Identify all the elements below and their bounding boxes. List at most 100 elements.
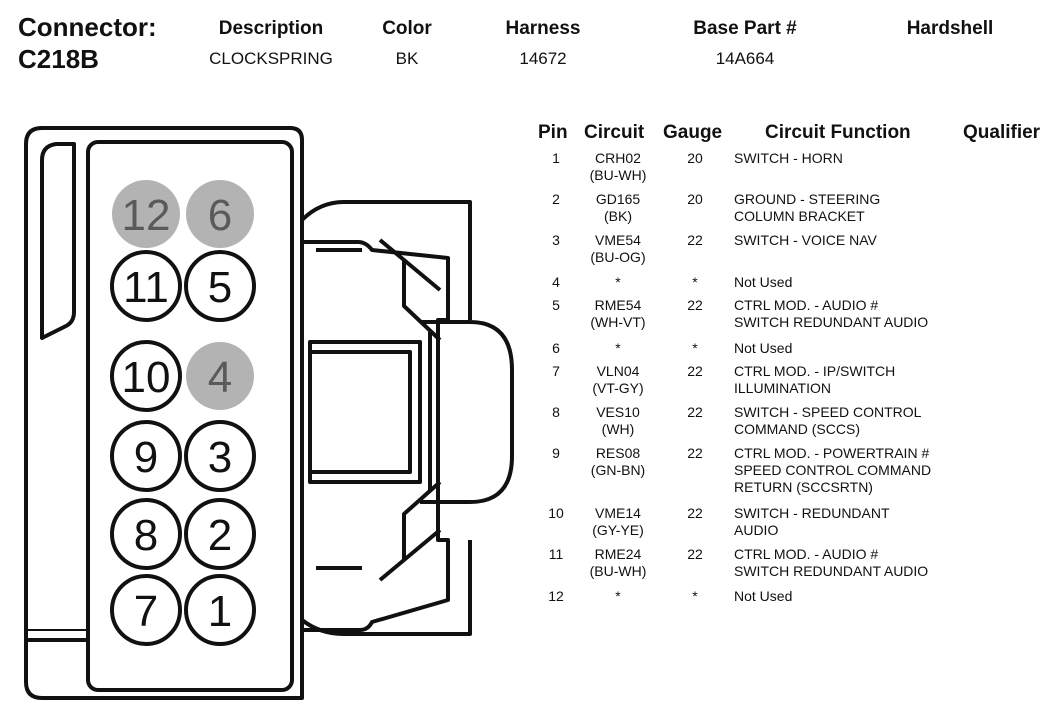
pin-cavity — [110, 420, 182, 492]
circuit-line: (BU-WH) — [589, 167, 647, 183]
function-line: SPEED CONTROL COMMAND — [734, 462, 932, 478]
pin-cell: 4 — [552, 274, 560, 290]
circuit-line: (WH) — [601, 421, 635, 437]
gauge-cell: 22 — [687, 232, 703, 248]
function-cell: Not Used — [734, 340, 974, 357]
function-line: SWITCH - REDUNDANT — [734, 505, 890, 521]
function-line: CTRL MOD. - IP/SWITCH — [734, 363, 896, 379]
circuit-line: RME24 — [594, 546, 642, 562]
gauge-cell: 22 — [687, 445, 703, 461]
circuit-cell: * — [576, 274, 660, 291]
circuit-line: * — [615, 340, 621, 356]
circuit-line: RME54 — [594, 297, 642, 313]
pin-cell: 6 — [552, 340, 560, 356]
circuit-line: (BK) — [604, 208, 632, 224]
pin-cell: 7 — [552, 363, 560, 379]
circuit-line: (GY-YE) — [592, 522, 644, 538]
color-value: BK — [395, 49, 419, 68]
function-line: CTRL MOD. - AUDIO # — [734, 297, 879, 313]
circuit-line: (BU-OG) — [590, 249, 646, 265]
function-line: RETURN (SCCSRTN) — [734, 479, 873, 495]
pin-cavity — [110, 498, 182, 570]
function-cell: Not Used — [734, 274, 974, 291]
lock-tab — [308, 340, 422, 484]
connector-label: Connector: — [18, 12, 157, 42]
harness-header: Harness — [505, 18, 581, 39]
gauge-cell: 22 — [687, 363, 703, 379]
function-cell: CTRL MOD. - AUDIO #SWITCH REDUNDANT AUDI… — [734, 297, 974, 331]
description-value: CLOCKSPRING — [209, 49, 333, 68]
pin-cell: 8 — [552, 404, 560, 420]
circuit-line: CRH02 — [595, 150, 641, 166]
gauge-cell: * — [692, 274, 698, 290]
function-line: COLUMN BRACKET — [734, 208, 865, 224]
function-cell: CTRL MOD. - POWERTRAIN #SPEED CONTROL CO… — [734, 445, 974, 496]
gauge-cell: 22 — [687, 546, 703, 562]
circuit-cell: VME54(BU-OG) — [576, 232, 660, 266]
pin-cavity — [112, 180, 180, 248]
circuit-col-header: Circuit — [584, 122, 645, 143]
circuit-cell: * — [576, 340, 660, 357]
circuit-line: GD165 — [595, 191, 641, 207]
circuit-line: VES10 — [596, 404, 640, 420]
pin-cell: 10 — [548, 505, 564, 521]
left-latch — [40, 142, 76, 340]
function-line: SWITCH - SPEED CONTROL — [734, 404, 922, 420]
connector-id: C218B — [18, 44, 99, 74]
circuit-cell: VLN04(VT-GY) — [576, 363, 660, 397]
hardshell-header: Hardshell — [906, 18, 994, 39]
housing-outer — [24, 126, 304, 700]
circuit-line: * — [615, 588, 621, 604]
pin-cavity — [184, 574, 256, 646]
side-tab-bottom — [300, 540, 472, 636]
side-tab-top — [300, 200, 472, 320]
circuit-cell: * — [576, 588, 660, 605]
circuit-cell: VME14(GY-YE) — [576, 505, 660, 539]
harness-value: 14672 — [519, 49, 567, 68]
function-line: SWITCH - VOICE NAV — [734, 232, 877, 248]
pin-cell: 2 — [552, 191, 560, 207]
gauge-cell: 22 — [687, 297, 703, 313]
pin-cavity — [184, 250, 256, 322]
lock-rounded — [420, 320, 514, 504]
description-header: Description — [218, 18, 324, 39]
circuit-line: * — [615, 274, 621, 290]
pin-number: 9 — [134, 433, 158, 482]
function-col-header: Circuit Function — [765, 122, 911, 143]
function-line: GROUND - STEERING — [734, 191, 881, 207]
pin-number: 10 — [122, 353, 171, 402]
function-line: SWITCH - HORN — [734, 150, 843, 166]
function-line: SWITCH REDUNDANT AUDIO — [734, 314, 929, 330]
gauge-cell: 20 — [687, 150, 703, 166]
housing-inner — [86, 140, 294, 692]
pin-cell: 11 — [548, 546, 564, 562]
function-line: Not Used — [734, 340, 793, 356]
right-body — [300, 140, 450, 632]
pin-number: 2 — [208, 511, 232, 560]
pin-cell: 3 — [552, 232, 560, 248]
pin-number: 12 — [122, 191, 171, 240]
color-header: Color — [382, 18, 432, 39]
pin-cavity — [110, 340, 182, 412]
circuit-cell: RME24(BU-WH) — [576, 546, 660, 580]
gauge-cell: * — [692, 340, 698, 356]
function-line: Not Used — [734, 588, 793, 604]
circuit-line: (GN-BN) — [590, 462, 646, 478]
function-line: CTRL MOD. - POWERTRAIN # — [734, 445, 930, 461]
circuit-cell: CRH02(BU-WH) — [576, 150, 660, 184]
base-part-value: 14A664 — [715, 49, 775, 68]
function-line: Not Used — [734, 274, 793, 290]
pin-number: 6 — [208, 191, 232, 240]
pin-cavity — [186, 180, 254, 248]
function-line: COMMAND (SCCS) — [734, 421, 860, 437]
circuit-line: (VT-GY) — [592, 380, 644, 396]
circuit-line: VME54 — [595, 232, 641, 248]
base-part-header: Base Part # — [693, 18, 797, 39]
pin-number: 3 — [208, 433, 232, 482]
pin-col-header: Pin — [538, 122, 568, 143]
circuit-line: (BU-WH) — [589, 563, 647, 579]
circuit-line: (WH-VT) — [590, 314, 646, 330]
